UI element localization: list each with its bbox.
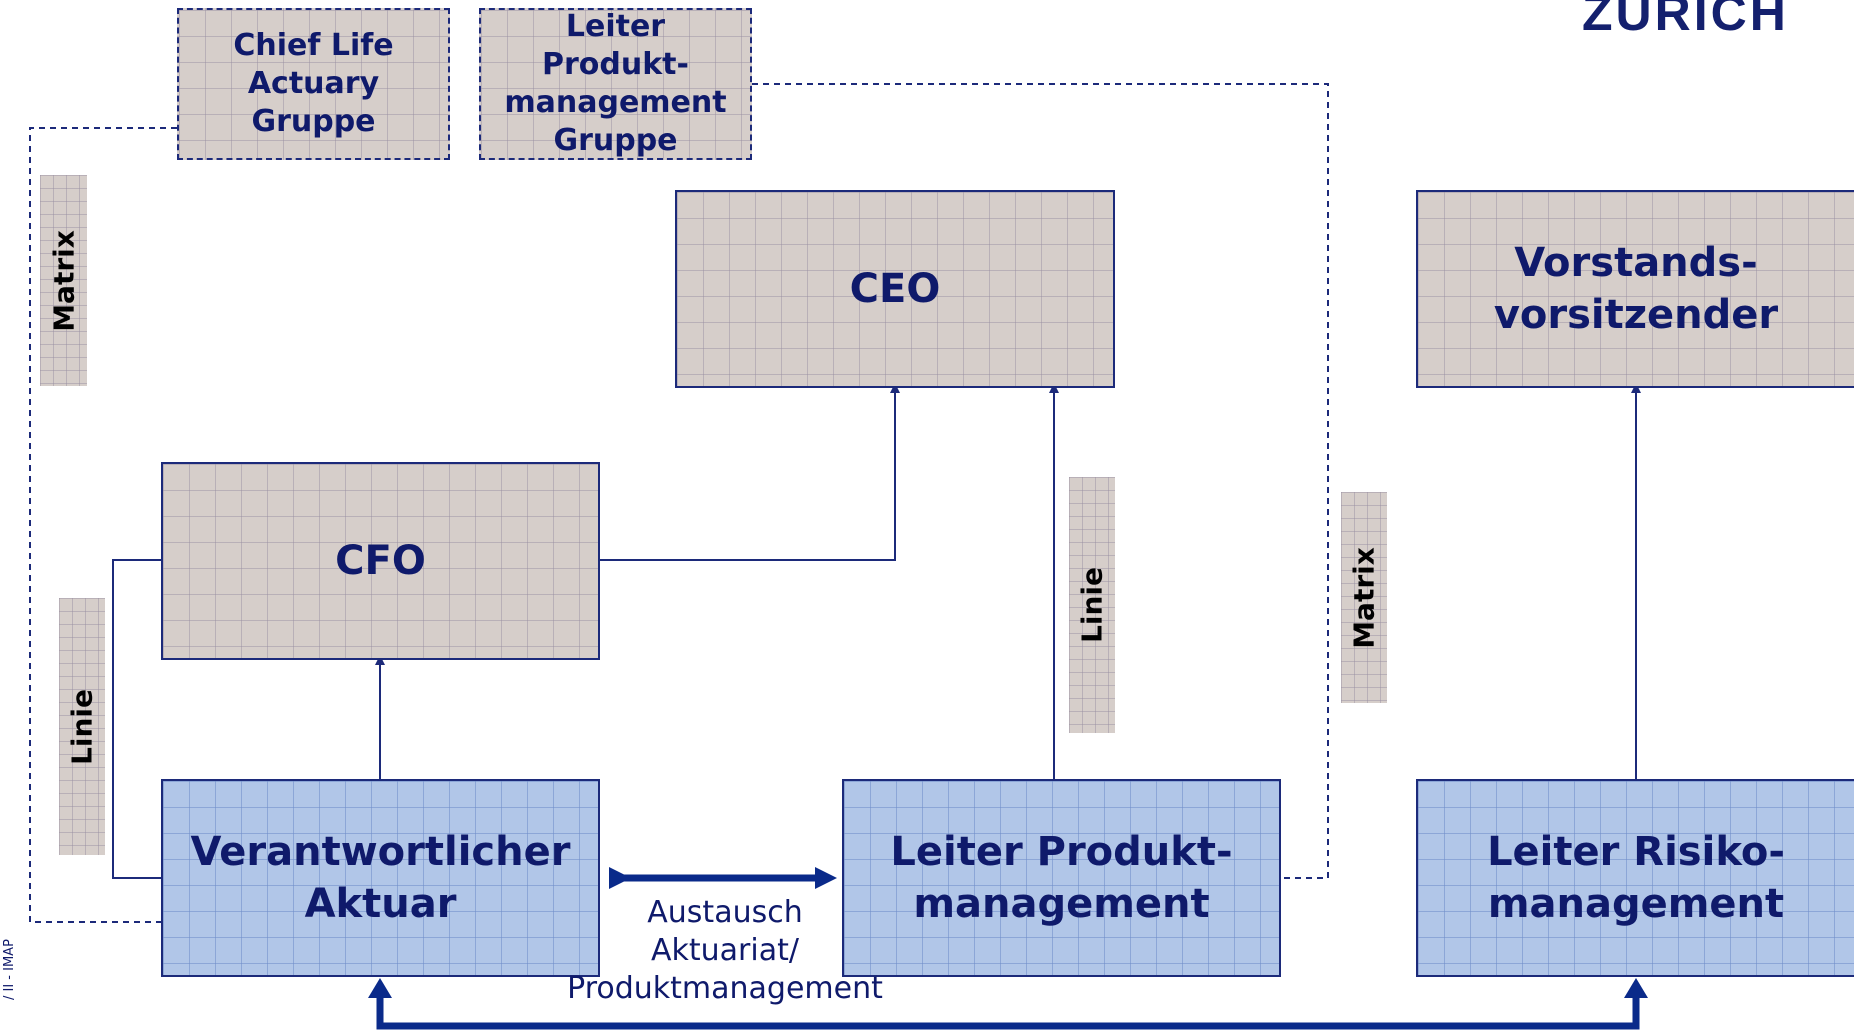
line-linie-left-bracket — [112, 559, 161, 879]
zurich-logo: ZURICH — [1582, 0, 1789, 41]
arrowhead-va-bottom — [368, 978, 392, 998]
node-chief-life-actuary: Chief Life Actuary Gruppe — [177, 8, 450, 160]
exchange-label: Austausch Aktuariat/ Produktmanagement — [567, 895, 883, 1006]
node-ceo: CEO — [675, 190, 1115, 388]
tag-linie-center: Linie — [1069, 477, 1115, 733]
arrowhead-lrm-bottom — [1624, 978, 1648, 998]
tag-linie-left-label: Linie — [65, 688, 99, 765]
tag-linie-left: Linie — [59, 598, 105, 855]
tag-matrix-right-label: Matrix — [1347, 546, 1381, 649]
line-cfo-to-ceo — [600, 383, 900, 561]
node-cfo: CFO — [161, 462, 600, 660]
tag-matrix-right: Matrix — [1341, 492, 1387, 703]
matrix-line-right — [752, 83, 1329, 879]
footer-text: / II - IMAP — [2, 939, 17, 1000]
node-leiter-produktmanagement: Leiter Produkt- management — [842, 779, 1281, 977]
tag-matrix-left: Matrix — [40, 175, 87, 386]
node-leiter-pm-gruppe: Leiter Produkt- management Gruppe — [479, 8, 752, 160]
node-vorstandsvorsitzender: Vorstands- vorsitzender — [1416, 190, 1854, 388]
tag-matrix-left-label: Matrix — [47, 229, 80, 332]
arrow-va-lrm-bottom — [376, 998, 1640, 1030]
node-leiter-risikomanagement: Leiter Risiko- management — [1416, 779, 1854, 977]
matrix-line-left — [29, 127, 177, 923]
tag-linie-center-label: Linie — [1075, 567, 1109, 643]
node-verantwortlicher-aktuar: Verantwortlicher Aktuar — [161, 779, 600, 977]
